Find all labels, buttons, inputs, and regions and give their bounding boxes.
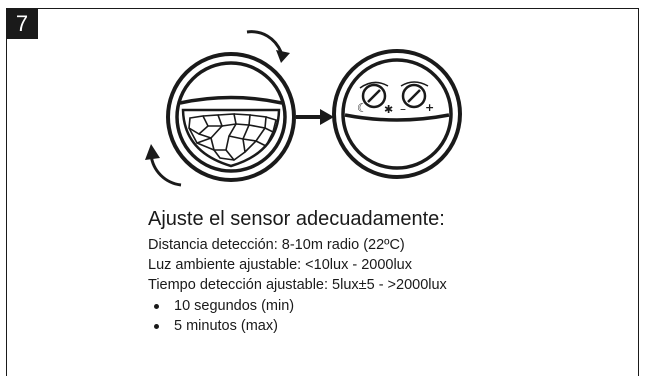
bullet-icon [154, 323, 159, 329]
sun-symbol-icon: ✱ [384, 103, 393, 116]
detection-distance-text: Distancia detección: 8-10m radio (22ºC) [148, 237, 405, 253]
rotate-clockwise-arrow-icon [246, 30, 290, 63]
instructions-block: Ajuste el sensor adecuadamente: Distanci… [148, 207, 447, 336]
ambient-light-text: Luz ambiente ajustable: <10lux - 2000lux [148, 257, 412, 273]
time-range-list: 10 segundos (min) 5 minutos (max) [148, 296, 447, 336]
moon-symbol-icon: ☾ [357, 101, 368, 115]
step-number-badge: 7 [6, 8, 38, 39]
list-item: 10 segundos (min) [154, 296, 447, 316]
list-item-label: 5 minutos (max) [174, 318, 278, 334]
rotate-clockwise-arrow-bottom-icon [145, 144, 182, 187]
detection-time-text: Tiempo detección ajustable: 5lux±5 - >20… [148, 277, 447, 293]
sensor-lens-icon [166, 52, 296, 182]
plus-symbol: + [425, 101, 434, 114]
list-item-label: 10 segundos (min) [174, 298, 295, 314]
panel-frame [6, 8, 639, 376]
sensor-adjust-dials-icon [332, 49, 462, 179]
list-item: 5 minutos (max) [154, 316, 447, 336]
arrow-right-icon [296, 109, 334, 125]
bullet-icon [154, 303, 159, 309]
instructions-heading: Ajuste el sensor adecuadamente: [148, 208, 445, 230]
minus-symbol: – [400, 102, 406, 116]
